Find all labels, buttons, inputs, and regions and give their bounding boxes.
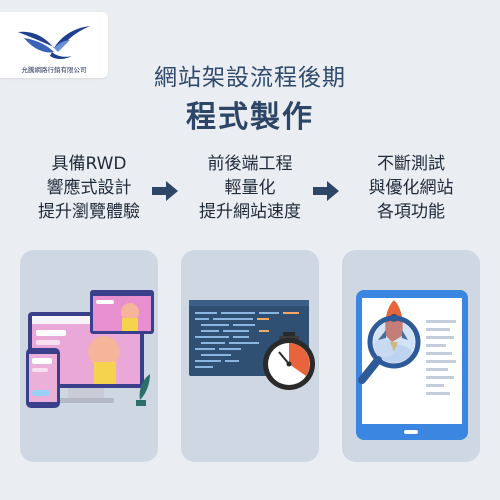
right-arrow-icon <box>313 181 339 201</box>
page-title: 網站架設流程後期 <box>154 65 346 91</box>
step-1-line-3: 提升瀏覽體驗 <box>38 202 140 222</box>
right-arrow-icon <box>152 181 178 201</box>
card-tablet-rocket <box>342 250 480 462</box>
tablet-rocket-magnifier-illustration <box>356 290 468 440</box>
card-code-stopwatch <box>181 250 319 462</box>
code-stopwatch-illustration <box>189 300 315 390</box>
step-2-line-1: 前後端工程 <box>207 154 293 174</box>
responsive-devices-illustration <box>26 290 154 408</box>
step-3-line-2: 與優化網站 <box>368 178 454 198</box>
step-3-line-3: 各項功能 <box>377 202 445 222</box>
eagle-logo-icon <box>18 26 90 59</box>
card-responsive-devices <box>20 250 158 462</box>
step-2-text: 前後端工程 輕量化 提升網站速度 <box>175 152 325 224</box>
step-2-line-3: 提升網站速度 <box>199 202 301 222</box>
step-2-line-2: 輕量化 <box>224 178 276 198</box>
page-subtitle: 程式製作 <box>186 100 314 135</box>
company-logo: 允騰網路行銷有限公司 <box>0 12 108 78</box>
step-1-line-1: 具備RWD <box>51 154 127 174</box>
company-name: 允騰網路行銷有限公司 <box>21 66 87 74</box>
step-1-line-2: 響應式設計 <box>46 178 132 198</box>
step-1-text: 具備RWD 響應式設計 提升瀏覽體驗 <box>14 152 164 224</box>
step-3-text: 不斷測試 與優化網站 各項功能 <box>336 152 486 224</box>
step-3-line-1: 不斷測試 <box>377 154 445 174</box>
